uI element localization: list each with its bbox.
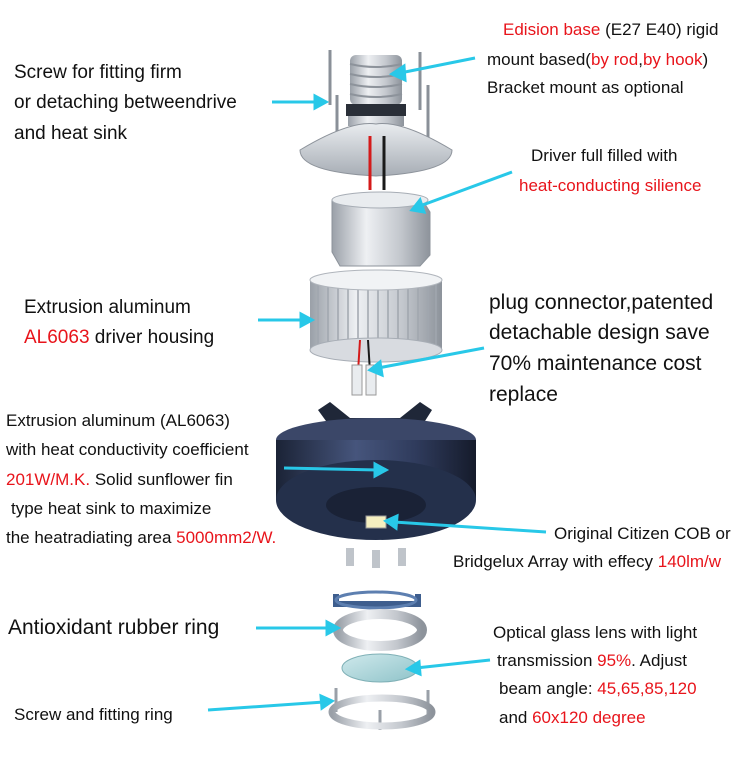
cob-line2: Bridgelux Array with effecy 140lm/w	[453, 553, 721, 570]
housing-line2-red: AL6063	[24, 327, 90, 348]
heatsink-line3-rest: Solid sunflower fin	[90, 470, 233, 489]
callout-arrows	[207, 56, 547, 712]
lens-line4-pre: and	[499, 708, 533, 727]
driver-line1: Driver full filled with	[531, 146, 678, 165]
plug-line1: plug connector,patented	[489, 291, 714, 314]
lens-line2-red: 95%	[597, 651, 632, 670]
screw-top-line1: Screw for fitting firm	[14, 62, 182, 83]
heatsink-line3-red: 201W/M.K.	[6, 470, 91, 489]
lens-line3-red: 45,65,85,120	[597, 679, 697, 698]
driver-part	[331, 191, 431, 267]
screw-bottom-label: Screw and fitting ring	[14, 705, 173, 724]
edison-base-part	[299, 55, 453, 190]
top-screws	[328, 50, 430, 150]
heatsink-line5-pre: the heatradiating area	[6, 528, 177, 547]
driver-housing-part	[309, 269, 443, 396]
rubber-ring-label: Antioxidant rubber ring	[8, 616, 220, 639]
heatsink-line5: the heatradiating area 5000mm2/W.	[6, 529, 276, 546]
edison-base-label: Edision base (E27 E40) rigid	[503, 21, 718, 38]
mid-screws	[346, 548, 406, 568]
lens-line2-rest: . Adjust	[631, 651, 687, 670]
edison-line2-red2: by hook	[642, 50, 703, 69]
driver-line2: heat-conducting silience	[519, 176, 702, 195]
cob-line1: Original Citizen COB or	[554, 524, 731, 543]
plug-line3: 70% maintenance cost	[489, 352, 702, 375]
lens-line3: beam angle: 45,65,85,120	[499, 680, 697, 697]
heatsink-line5-red: 5000mm2/W.	[176, 528, 277, 547]
plug-line2: detachable design save	[489, 321, 710, 344]
edison-line2-red1: by rod	[590, 50, 639, 69]
rubber-ring-part	[333, 590, 427, 651]
lens-line2-pre: transmission	[497, 651, 598, 670]
edison-line1-rest: (E27 E40) rigid	[600, 20, 719, 39]
edison-line2-pre: mount based(	[487, 50, 591, 69]
edison-line2-close: )	[702, 50, 709, 69]
housing-line2-rest: driver housing	[89, 327, 215, 348]
lens-line2: transmission 95%. Adjust	[497, 652, 687, 669]
lens-line3-pre: beam angle:	[499, 679, 598, 698]
screw-top-line2: or detaching betweendrive	[14, 92, 237, 113]
glass-lens-part	[341, 653, 419, 683]
edison-line2-comma: ,	[638, 50, 643, 69]
cob-line2-red: 140lm/w	[657, 552, 722, 571]
fitting-ring-part	[328, 688, 436, 730]
housing-line2: AL6063 driver housing	[24, 328, 214, 347]
housing-line1: Extrusion aluminum	[24, 297, 191, 318]
heatsink-line1: Extrusion aluminum (AL6063)	[6, 411, 230, 430]
edison-bracket-label: Bracket mount as optional	[487, 78, 684, 97]
heatsink-line2: with heat conductivity coefficient	[6, 440, 249, 459]
heatsink-line4: type heat sink to maximize	[11, 499, 212, 518]
lens-line4: and 60x120 degree	[499, 709, 646, 726]
screw-top-line3: and heat sink	[14, 123, 128, 144]
heatsink-line3: 201W/M.K. Solid sunflower fin	[6, 471, 233, 488]
plug-line4: replace	[489, 383, 558, 406]
cob-line2-pre: Bridgelux Array with effecy	[453, 552, 658, 571]
edison-mount-label: mount based(by rod,by hook)	[487, 51, 708, 68]
lens-line4-red: 60x120 degree	[532, 708, 646, 727]
edison-line1-red: Edision base	[503, 20, 601, 39]
lens-line1: Optical glass lens with light	[493, 623, 698, 642]
